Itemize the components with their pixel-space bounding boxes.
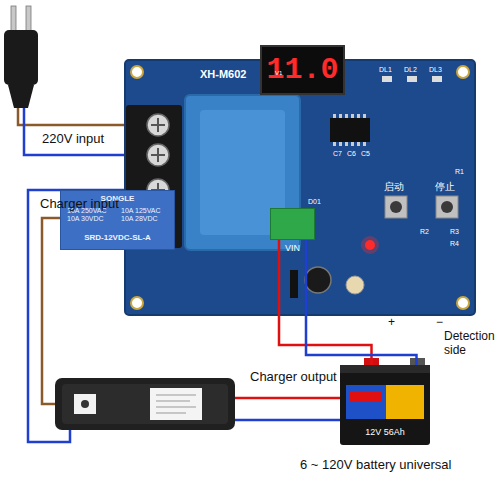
screw-slot bbox=[157, 118, 159, 132]
chip-pin bbox=[345, 114, 348, 118]
terminal-screw bbox=[147, 114, 169, 136]
label-text: R1 bbox=[455, 168, 464, 176]
label-text: V1 bbox=[275, 70, 282, 77]
label-text: Charger output bbox=[250, 370, 337, 385]
label-text: D01 bbox=[308, 198, 321, 206]
label-text: C5 bbox=[361, 150, 370, 158]
label-text: R3 bbox=[450, 228, 459, 236]
battery: 12V 56Ah bbox=[340, 365, 430, 445]
chip-pin bbox=[357, 142, 360, 146]
label-text: DL3 bbox=[429, 66, 442, 74]
node-text: 10A 125VAC 10A 28VDC bbox=[121, 207, 173, 223]
label-text: C6 bbox=[347, 150, 356, 158]
label-text: 220V input bbox=[42, 132, 104, 147]
chip-pin bbox=[333, 114, 336, 118]
node-text: VIN bbox=[271, 243, 314, 253]
chip-pin bbox=[363, 142, 366, 146]
wire bbox=[279, 240, 372, 365]
chip-pin bbox=[357, 114, 360, 118]
label-text: R4 bbox=[450, 240, 459, 248]
label-text: + bbox=[388, 316, 395, 330]
chip-pin bbox=[339, 142, 342, 146]
chip-pin bbox=[363, 114, 366, 118]
chip-pin bbox=[339, 114, 342, 118]
node-text: XH-M602 bbox=[200, 68, 246, 81]
pcb-board: XH-M60211.0SONGLE10A 250VAC 10A 30VDC10A… bbox=[125, 60, 475, 315]
label-text: Detection side bbox=[444, 330, 496, 358]
label-text: Charger input bbox=[40, 197, 119, 212]
label-text: 6 ~ 120V battery universal bbox=[300, 458, 451, 473]
screw-slot bbox=[157, 148, 159, 162]
wire bbox=[306, 240, 417, 365]
node-text: 12V 56Ah bbox=[340, 427, 430, 437]
label-text: DL1 bbox=[379, 66, 392, 74]
green-terminal: VIN bbox=[270, 208, 315, 240]
label-text: 启动 bbox=[384, 181, 404, 193]
chip-pin bbox=[351, 114, 354, 118]
chip-pin bbox=[333, 142, 336, 146]
label-text: C7 bbox=[333, 150, 342, 158]
label-text: DL2 bbox=[404, 66, 417, 74]
label-text: R2 bbox=[420, 228, 429, 236]
chip-pin bbox=[351, 142, 354, 146]
label-text: − bbox=[436, 316, 443, 330]
chip-pin bbox=[345, 142, 348, 146]
node-text: SRD-12VDC-SL-A bbox=[61, 233, 174, 242]
led-display: 11.0 bbox=[260, 45, 345, 95]
terminal-screw bbox=[147, 144, 169, 166]
label-text: 停止 bbox=[435, 181, 455, 193]
node-text: 11.0 bbox=[262, 47, 343, 93]
